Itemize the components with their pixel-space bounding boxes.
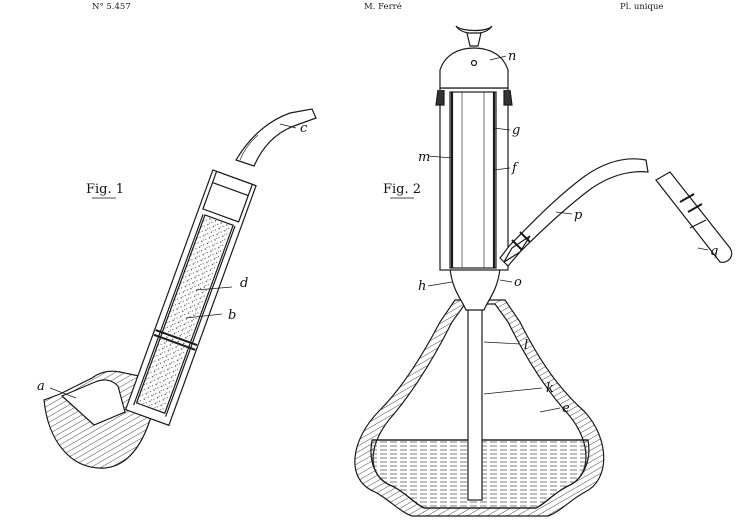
neck [449,267,501,311]
label-f: f [511,161,519,176]
detached-mouthpiece [655,171,733,263]
label-m: m [418,150,430,165]
chimney-core [449,91,497,269]
label-n: n [508,49,516,64]
mouthpiece [235,108,317,167]
filter-cartridge [135,214,234,414]
label-e: e [562,401,570,416]
figure-1-caption: Fig. 1 [86,182,124,197]
finial [455,25,493,35]
patent-number: N° 5.457 [92,2,131,12]
inventor-name: M. Ferré [364,2,402,12]
label-o: o [514,275,522,290]
label-d: d [240,276,248,291]
label-p: p [574,208,583,223]
bowl-cavity [60,379,126,426]
label-g: g [512,123,520,138]
cap [439,47,509,89]
label-c: c [300,121,308,136]
figure-2-water-pipe [354,25,733,517]
label-l: l [524,338,528,353]
label-q: q [710,244,718,259]
label-b: b [228,308,236,323]
figure-1-pipe [43,108,317,469]
figure-2-caption: Fig. 2 [383,182,421,197]
plate-label: Pl. unique [620,2,664,12]
dip-tube [467,289,483,501]
label-k: k [546,381,554,396]
label-h: h [418,279,426,294]
label-a: a [37,379,45,394]
